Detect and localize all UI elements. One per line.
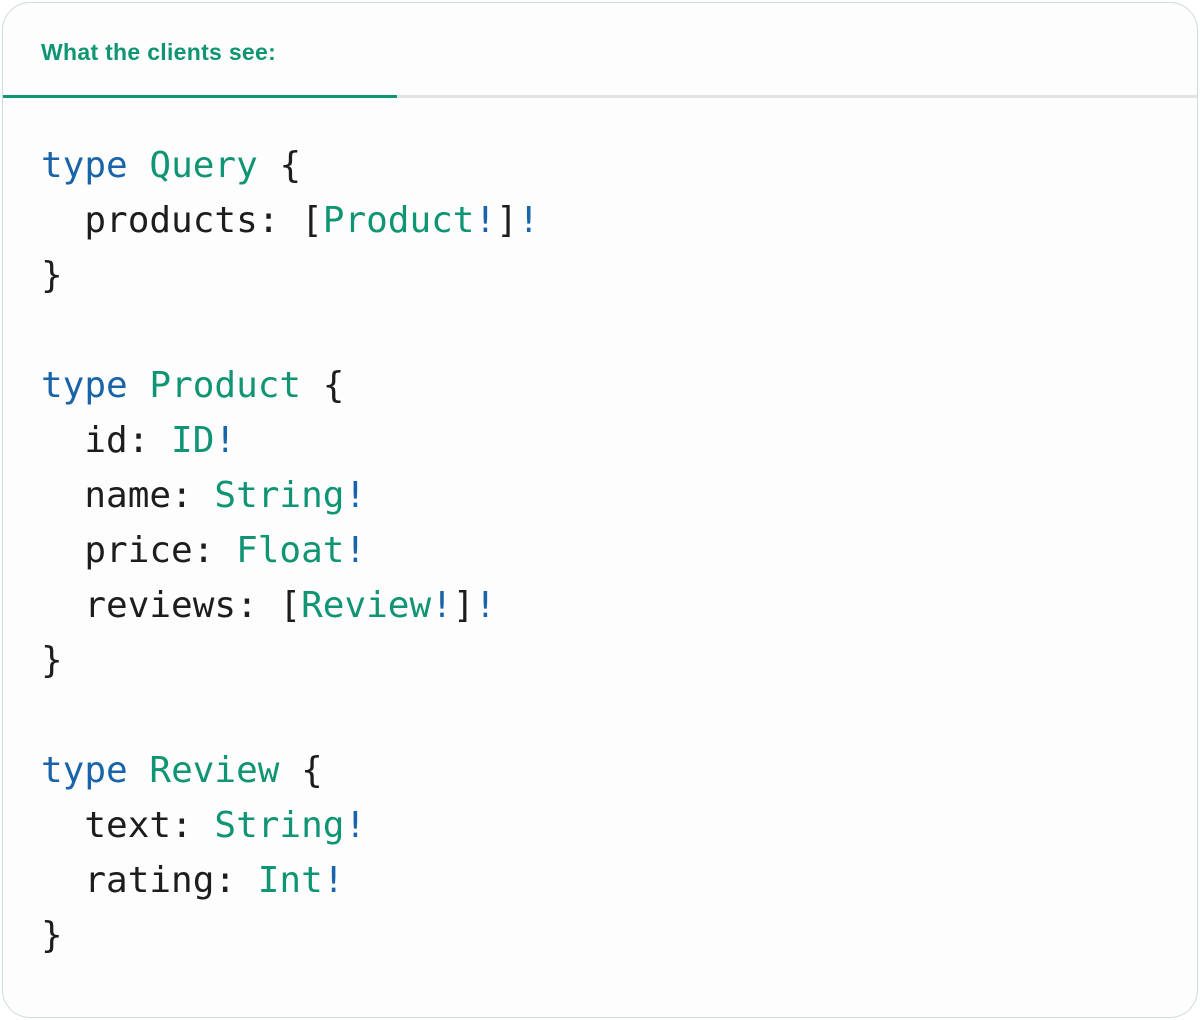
- code-token-plain: rating:: [41, 860, 258, 901]
- code-token-plain: [128, 365, 150, 406]
- code-token-bang: !: [517, 200, 540, 241]
- code-token-plain: text:: [41, 805, 215, 846]
- code-token-bang: !: [344, 805, 367, 846]
- code-line: [41, 303, 1159, 358]
- code-token-bang: !: [344, 475, 367, 516]
- code-line: id: ID!: [41, 413, 1159, 468]
- code-token-bang: !: [322, 860, 345, 901]
- code-token-plain: price:: [41, 530, 237, 571]
- code-line: }: [41, 908, 1159, 963]
- code-token-type: Query: [149, 145, 258, 186]
- code-token-plain: name:: [41, 475, 215, 516]
- code-token-type: ID: [171, 420, 215, 461]
- code-line: name: String!: [41, 468, 1159, 523]
- code-token-kw: type: [41, 365, 128, 406]
- code-token-plain: products: [: [41, 200, 323, 241]
- code-token-plain: {: [257, 145, 302, 186]
- code-line: type Query {: [41, 138, 1159, 193]
- code-token-type: Product: [322, 200, 475, 241]
- tab-bar: What the clients see:: [3, 3, 1197, 98]
- code-token-plain: [128, 145, 150, 186]
- code-token-type: String: [214, 805, 345, 846]
- code-line: text: String!: [41, 798, 1159, 853]
- code-token-plain: {: [301, 365, 345, 406]
- graphql-schema-code: type Query { products: [Product!]!} type…: [3, 98, 1197, 963]
- code-line: price: Float!: [41, 523, 1159, 578]
- code-line: rating: Int!: [41, 853, 1159, 908]
- code-token-type: Review: [301, 585, 432, 626]
- code-line: products: [Product!]!: [41, 193, 1159, 248]
- code-token-plain: [128, 750, 150, 791]
- code-token-plain: }: [41, 640, 63, 681]
- code-token-plain: {: [279, 750, 323, 791]
- code-token-bang: !: [344, 530, 367, 571]
- code-token-kw: type: [41, 750, 128, 791]
- code-token-bang: !: [214, 420, 237, 461]
- code-token-plain: ]: [496, 200, 518, 241]
- code-token-type: String: [214, 475, 345, 516]
- code-line: [41, 688, 1159, 743]
- code-token-kw: type: [41, 145, 128, 186]
- code-token-bang: !: [474, 585, 497, 626]
- code-token-type: Review: [149, 750, 280, 791]
- code-token-bang: !: [474, 200, 497, 241]
- code-token-type: Product: [149, 365, 302, 406]
- code-token-plain: ]: [452, 585, 475, 626]
- tab-what-clients-see[interactable]: What the clients see:: [3, 3, 397, 98]
- code-line: type Product {: [41, 358, 1159, 413]
- tab-label: What the clients see:: [41, 39, 277, 65]
- active-tab-indicator: [3, 95, 397, 98]
- code-token-type: Float: [236, 530, 345, 571]
- code-token-plain: id:: [41, 420, 172, 461]
- code-line: reviews: [Review!]!: [41, 578, 1159, 633]
- code-token-plain: reviews: [: [41, 585, 302, 626]
- code-token-type: Int: [257, 860, 323, 901]
- code-token-bang: !: [431, 585, 453, 626]
- code-line: }: [41, 248, 1159, 303]
- code-token-plain: }: [41, 915, 63, 956]
- code-line: }: [41, 633, 1159, 688]
- code-line: type Review {: [41, 743, 1159, 798]
- code-token-plain: }: [41, 255, 63, 296]
